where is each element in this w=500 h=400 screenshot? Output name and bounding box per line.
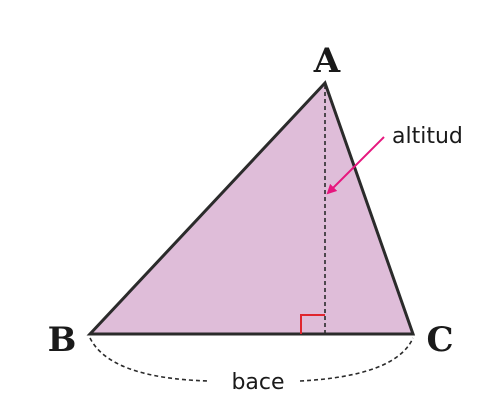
base-label: bace: [231, 370, 284, 395]
vertex-label-a: A: [313, 41, 341, 81]
vertex-label-c: C: [426, 320, 453, 360]
base-brace: [89, 337, 414, 382]
altitude-label: altitud: [392, 124, 463, 149]
right-angle-marker: [300, 314, 325, 334]
altitude-arrow: [326, 136, 385, 195]
vertex-label-b: B: [48, 320, 77, 360]
triangle: [86, 80, 416, 336]
